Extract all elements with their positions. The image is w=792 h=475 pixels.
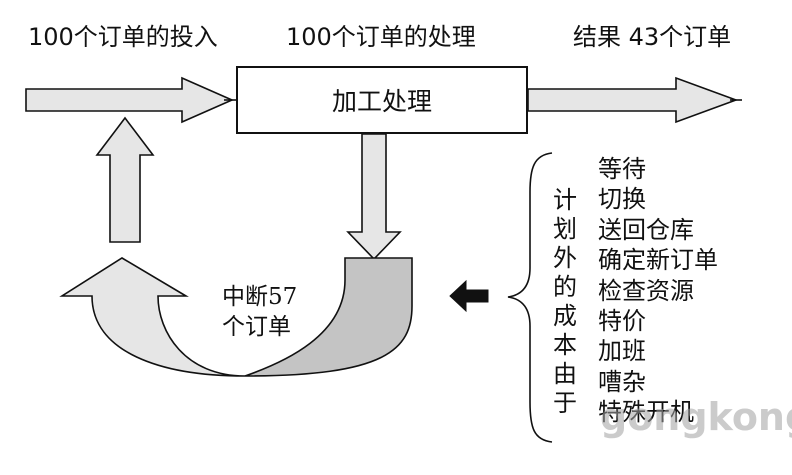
reason-item: 特殊开机 — [598, 398, 694, 427]
output-arrow — [527, 76, 739, 124]
interrupt-curve-dark — [244, 257, 413, 377]
pointer-arrow — [449, 279, 489, 313]
return-curved-arrow — [59, 257, 246, 377]
process-box-label: 加工处理 — [331, 87, 432, 116]
input-header: 100个订单的投入 — [28, 23, 218, 51]
reason-item: 特价 — [598, 307, 646, 336]
watermark: gongkong — [600, 395, 792, 439]
feedback-up-arrow — [95, 116, 155, 243]
reason-item: 加班 — [598, 337, 646, 366]
reason-item: 送回仓库 — [598, 215, 694, 244]
reason-item: 检查资源 — [598, 276, 694, 305]
interrupt-down-arrow — [346, 133, 402, 261]
curly-brace — [507, 152, 553, 443]
input-arrow — [25, 76, 234, 124]
interrupt-label: 中断57 个订单 — [222, 282, 297, 342]
reason-item: 切换 — [598, 185, 646, 214]
reason-item: 确定新订单 — [598, 246, 718, 275]
interrupt-line-1: 中断57 — [222, 284, 298, 310]
reasons-list: 等待 切换 送回仓库 确定新订单 检查资源 特价 加班 嘈杂 特殊开机 — [598, 154, 718, 428]
process-header: 100个订单的处理 — [286, 23, 476, 51]
interrupt-line-2: 个订单 — [222, 314, 291, 340]
reason-item: 嘈杂 — [598, 367, 646, 396]
result-header: 结果 43个订单 — [573, 23, 732, 51]
vertical-caption: 计划外的成本由于 — [553, 186, 577, 417]
process-box: 加工处理 — [236, 66, 528, 134]
reason-item: 等待 — [598, 155, 646, 183]
